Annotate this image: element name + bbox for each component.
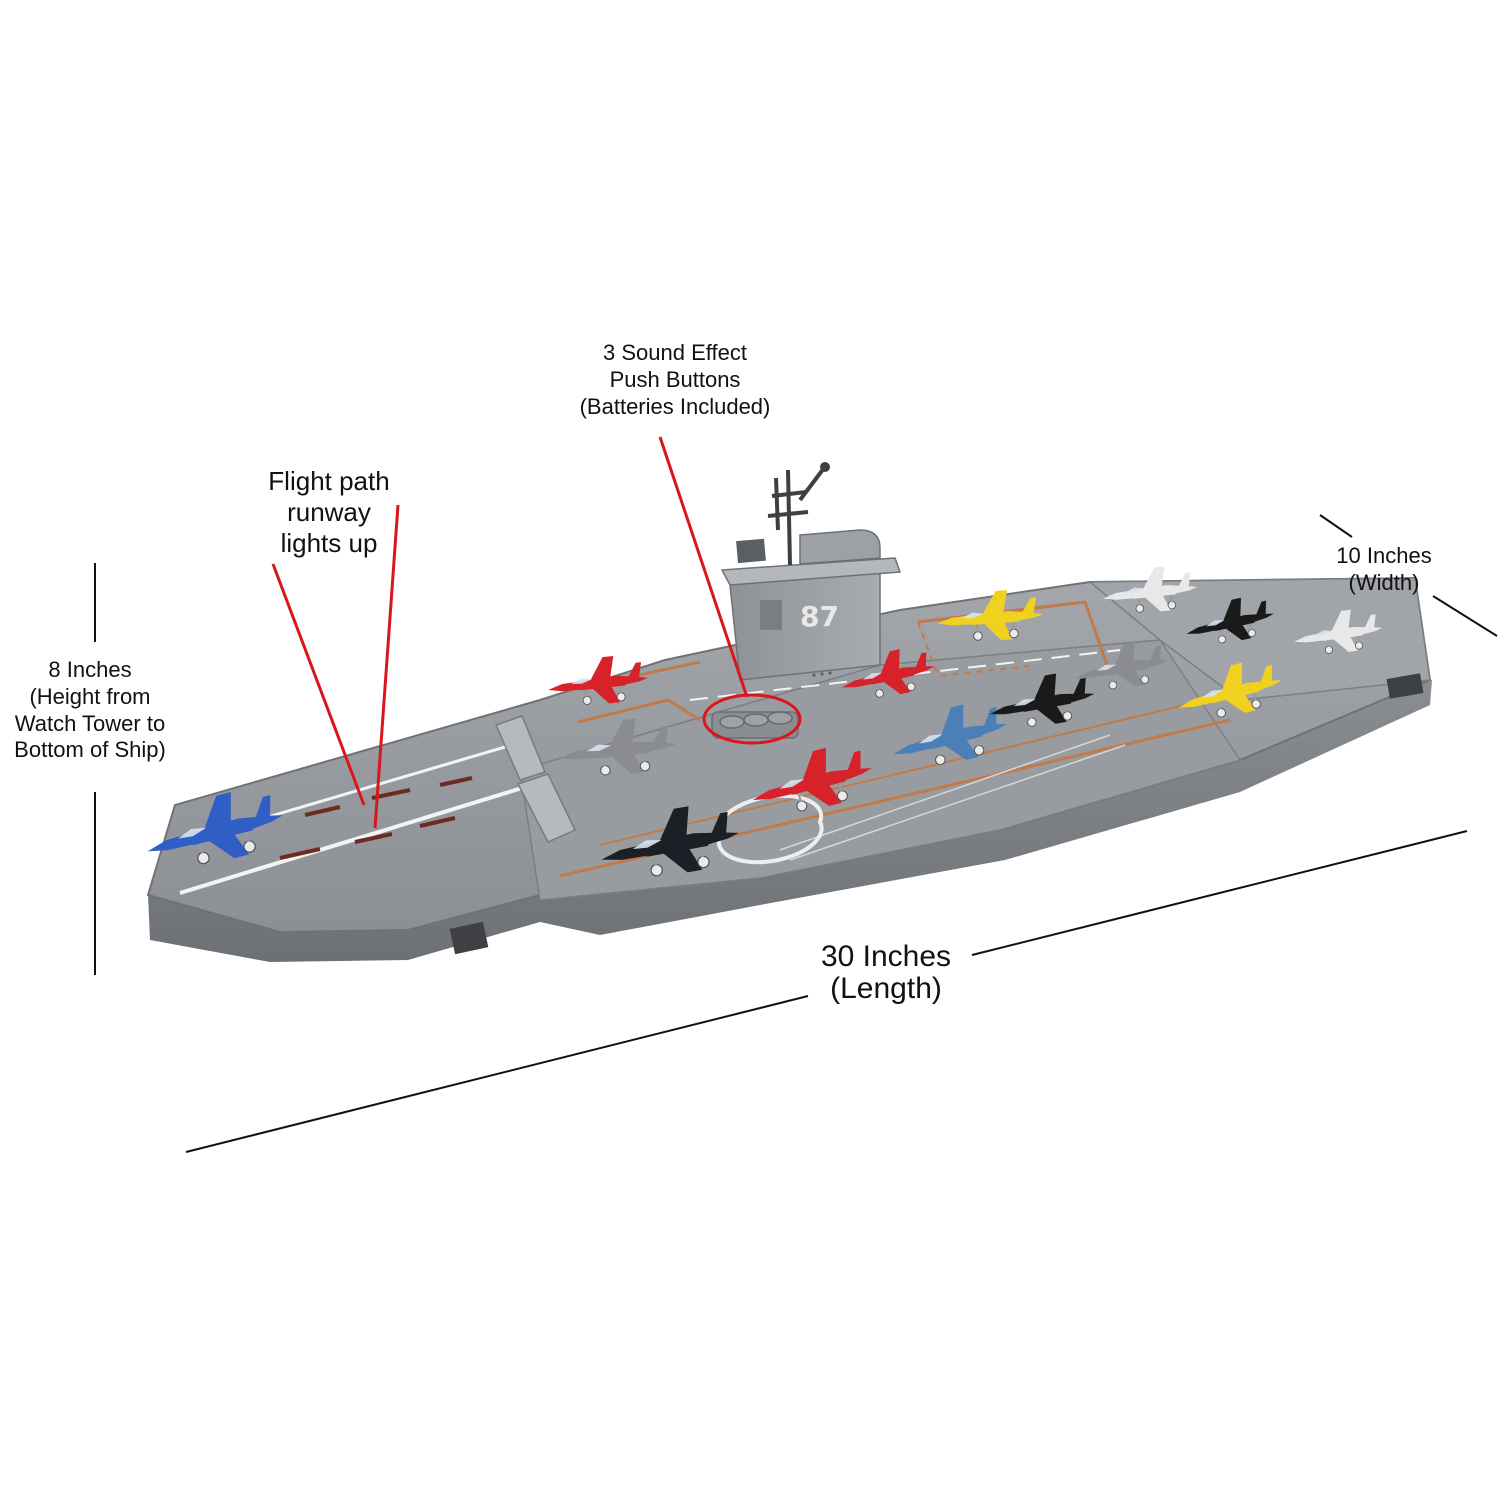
length-label-line-1: 30 Inches xyxy=(820,940,952,973)
height-label: 8 Inches (Height from Watch Tower to Bot… xyxy=(0,657,180,764)
sound-callout-line xyxy=(658,436,749,698)
deck-circle-marking xyxy=(716,793,824,865)
sound-label-line-2: Push Buttons xyxy=(609,366,741,392)
hull-block-rear xyxy=(1386,673,1424,699)
rear-deck-panel xyxy=(1087,577,1431,701)
radar-dome xyxy=(799,529,881,565)
width-dimension-line-bottom xyxy=(1432,595,1498,637)
sound-effect-buttons[interactable] xyxy=(711,664,832,739)
tower-top xyxy=(720,557,902,586)
length-dimension-line-right xyxy=(971,830,1468,956)
length-label-line-2: (Length) xyxy=(830,972,942,1006)
tower-window-left xyxy=(760,600,782,630)
sound-label-line-3: (Batteries Included) xyxy=(579,393,771,419)
length-dimension-line-left xyxy=(185,995,809,1153)
runway-label: Flight path runway lights up xyxy=(240,466,418,560)
mast xyxy=(767,466,826,566)
tower-number: 87 xyxy=(800,600,839,633)
height-label-line-3: Watch Tower to xyxy=(14,710,166,736)
runway-callout-line-1 xyxy=(271,563,366,806)
radar-panel xyxy=(736,538,766,564)
width-label-line-1: 10 Inches xyxy=(1336,543,1432,568)
height-label-line-2: (Height from xyxy=(29,683,151,709)
height-label-line-1: 8 Inches xyxy=(48,657,132,682)
width-dimension-line-top xyxy=(1319,514,1353,538)
runway-label-line-3: lights up xyxy=(280,528,378,559)
height-label-line-4: Bottom of Ship) xyxy=(14,737,166,763)
callout-lines xyxy=(271,436,802,829)
sound-buttons-label: 3 Sound Effect Push Buttons (Batteries I… xyxy=(548,340,802,420)
sound-button-1[interactable] xyxy=(719,715,745,729)
blast-deflector-front xyxy=(516,773,577,843)
width-label: 10 Inches (Width) xyxy=(1316,543,1452,597)
blast-deflector-rear xyxy=(494,715,547,781)
sound-button-2[interactable] xyxy=(743,713,769,727)
hull-block-front xyxy=(449,921,489,955)
mast-beacon xyxy=(820,462,830,472)
runway-label-line-1: Flight path xyxy=(268,466,390,496)
sound-button-callout-circle xyxy=(702,693,802,745)
watch-tower: 87 xyxy=(720,462,902,681)
sound-button-3[interactable] xyxy=(767,711,793,725)
length-label: 30 Inches (Length) xyxy=(798,940,974,1006)
aircraft-carrier: 87 xyxy=(137,462,1432,962)
runway-callout-line-2 xyxy=(373,504,400,829)
ship-hull xyxy=(148,680,1432,962)
dimension-lines xyxy=(94,514,1498,1153)
width-label-line-2: (Width) xyxy=(1348,569,1420,595)
runway-label-line-2: runway xyxy=(287,497,371,528)
sound-label-line-1: 3 Sound Effect xyxy=(603,340,747,365)
